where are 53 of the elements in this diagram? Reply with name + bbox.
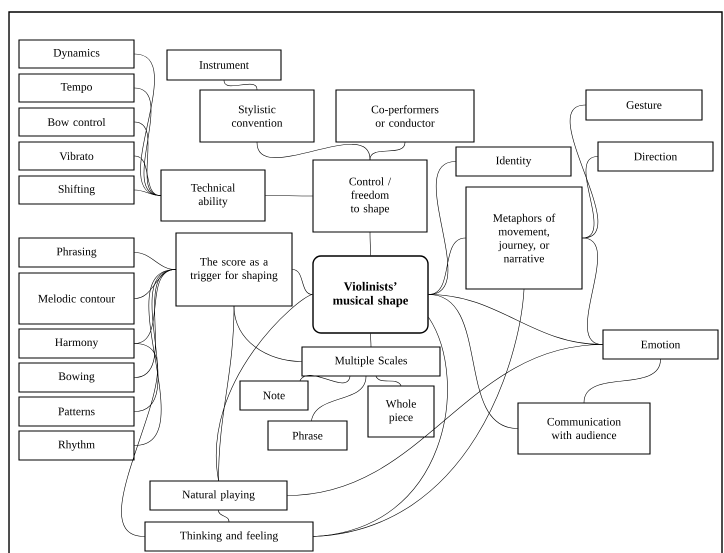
concept-box: Emotion [602,329,719,360]
connector-line [292,269,313,295]
connector-line [584,359,661,403]
connector-line [134,190,161,196]
concept-box: Vibrato [18,141,135,171]
concept-box: Whole piece [367,385,435,438]
connector-line [370,232,371,256]
concept-box: Dynamics [18,39,135,69]
concept-box: Stylistic convention [199,89,315,143]
concept-box: Gesture [585,89,703,121]
connector-line [313,317,448,537]
concept-box: Instrument [166,49,282,81]
connector-line [216,294,313,481]
concept-box: Tempo [18,73,135,103]
concept-box: Phrasing [18,237,135,268]
connector-line [256,142,370,160]
concept-box: Multiple Scales [301,346,441,377]
concept-box: Communication with audience [517,402,651,455]
concept-box: Thinking and feeling [144,521,314,552]
connector-line [121,343,158,537]
concept-box: Control / freedom to shape [312,159,428,233]
concept-box: Patterns [18,396,135,427]
concept-box: Phrase [267,420,348,451]
connector-line [428,294,518,429]
connector-line [300,375,350,384]
concept-box: Co-performers or conductor [335,89,475,143]
connector-line [311,376,366,421]
central-concept-box: Violinists’ musical shape [312,255,429,334]
concept-box: Technical ability [160,169,266,222]
concept-box: Direction [597,141,714,172]
connector-line [224,80,258,90]
concept-box: Note [239,380,309,411]
connector-line [218,510,230,522]
concept-box: Metaphors of movement, journey, or narrative [465,186,583,290]
connector-line [218,306,234,481]
connector-line [134,269,176,446]
concept-box: Identity [455,146,572,177]
connector-line [287,344,603,496]
concept-box: Shifting [18,175,135,205]
concept-box: Natural playing [149,480,288,511]
connector-line [582,156,598,238]
concept-box: Bow control [18,107,135,137]
connector-line [370,333,372,347]
connector-line [265,195,313,196]
connector-line [570,104,598,238]
concept-box: Melodic contour [18,272,135,325]
concept-box: Harmony [18,328,135,359]
concept-box: Bowing [18,362,135,393]
concept-box: Rhythm [18,430,135,461]
connector-line [370,142,406,160]
concept-box: The score as a trigger for shaping [175,232,293,307]
connector-line [428,294,603,345]
connector-line [134,252,176,270]
